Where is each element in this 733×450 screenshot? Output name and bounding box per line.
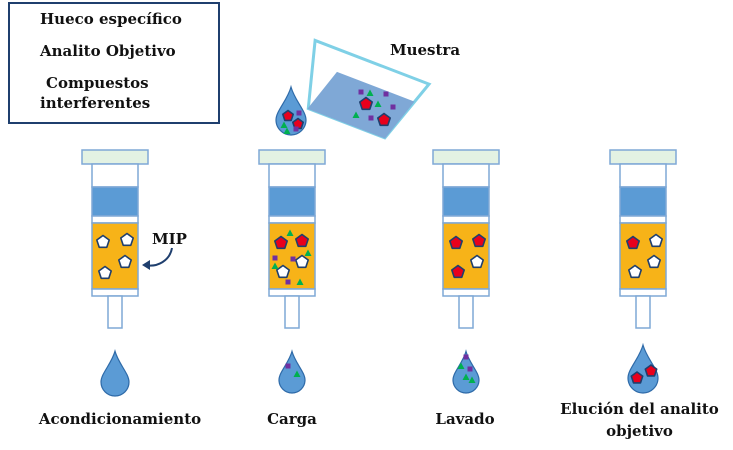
legend-label-target-analyte: Analito Objetivo <box>40 42 176 60</box>
syringe-outlet <box>458 295 474 329</box>
step-label-washing: Lavado <box>435 410 495 428</box>
interferent-square-icon <box>368 115 374 121</box>
interferent-square-icon <box>272 255 278 261</box>
interferent-triangle-icon <box>374 100 382 107</box>
interferent-triangle-icon <box>462 373 470 380</box>
target-analyte-icon <box>273 235 289 250</box>
empty-cavity-icon <box>118 254 132 269</box>
syringe-frit-bottom <box>268 288 316 297</box>
syringe-frit-top <box>619 215 667 224</box>
syringe-outlet <box>284 295 300 329</box>
interferent-triangle-icon <box>468 376 476 383</box>
interferent-triangle-icon <box>283 127 291 134</box>
syringe-cap <box>258 149 326 165</box>
target-analyte-icon <box>450 264 466 279</box>
mip-arrowhead <box>142 260 150 270</box>
interferent-square-icon <box>383 91 389 97</box>
legend-label-empty-cavity: Hueco específico <box>40 10 182 28</box>
step-label-conditioning: Acondicionamiento <box>38 410 202 428</box>
syringe-sorbent-bed <box>91 222 139 290</box>
interferent-triangle-icon <box>457 362 465 369</box>
step-label-loading: Carga <box>267 410 317 428</box>
syringe-loading <box>258 149 326 329</box>
syringe-barrel-top <box>268 163 316 188</box>
sample-label: Muestra <box>390 41 461 59</box>
drop-conditioning <box>100 348 130 397</box>
target-analyte-icon <box>294 233 310 248</box>
syringe-frit-top <box>268 215 316 224</box>
interferent-triangle-icon <box>366 89 374 96</box>
syringe-conditioning <box>81 149 149 329</box>
syringe-cap <box>81 149 149 165</box>
target-analyte-icon <box>281 109 295 122</box>
syringe-elution <box>609 149 677 329</box>
interferent-triangle-icon <box>271 262 279 269</box>
interferent-square-icon <box>293 126 299 132</box>
empty-cavity-icon <box>627 264 643 279</box>
syringe-cap <box>432 149 500 165</box>
target-analyte-icon <box>448 235 464 250</box>
empty-cavity-icon <box>648 233 664 248</box>
target-analyte-icon <box>644 364 658 377</box>
syringe-frit-bottom <box>619 288 667 297</box>
target-analyte-icon <box>376 112 392 127</box>
syringe-outlet <box>635 295 651 329</box>
interferent-triangle-icon <box>304 249 312 256</box>
syringe-plunger <box>91 186 139 217</box>
mip-label: MIP <box>152 230 187 248</box>
empty-cavity-icon <box>275 264 291 279</box>
legend <box>8 2 220 124</box>
interferent-triangle-icon <box>286 229 294 236</box>
syringe-washing <box>432 149 500 329</box>
target-analyte-icon <box>630 371 644 384</box>
interferent-square-icon <box>358 89 364 95</box>
syringe-frit-bottom <box>442 288 490 297</box>
interferent-triangle-icon <box>296 278 304 285</box>
empty-cavity-icon <box>98 265 112 280</box>
target-analyte-icon <box>358 96 374 111</box>
interferent-square-icon <box>296 110 302 116</box>
interferent-triangle-icon <box>293 370 301 377</box>
syringe-sorbent-bed <box>619 222 667 290</box>
legend-label-interferents-line1: Compuestos <box>46 74 149 92</box>
syringe-barrel-top <box>442 163 490 188</box>
syringe-frit-top <box>91 215 139 224</box>
interferent-square-icon <box>285 363 291 369</box>
target-analyte-icon <box>625 235 641 250</box>
syringe-barrel-top <box>91 163 139 188</box>
interferent-square-icon <box>463 354 469 360</box>
interferent-square-icon <box>467 366 473 372</box>
empty-cavity-icon <box>294 254 310 269</box>
syringe-frit-bottom <box>91 288 139 297</box>
interferent-triangle-icon <box>352 111 360 118</box>
interferent-square-icon <box>290 256 296 262</box>
step-label-elution-line1: Elución del analito <box>560 400 719 418</box>
target-analyte-icon <box>471 233 487 248</box>
empty-cavity-icon <box>469 254 485 269</box>
syringe-plunger <box>268 186 316 217</box>
interferent-triangle-icon <box>280 121 288 128</box>
syringe-cap <box>609 149 677 165</box>
drop-loading <box>278 349 306 394</box>
syringe-barrel-top <box>619 163 667 188</box>
step-label-elution-line2: objetivo <box>606 422 673 440</box>
syringe-outlet <box>107 295 123 329</box>
empty-cavity-icon <box>120 232 134 247</box>
legend-label-interferents-line2: interferentes <box>40 94 151 112</box>
syringe-plunger <box>442 186 490 217</box>
empty-cavity-icon <box>96 234 110 249</box>
interferent-square-icon <box>285 279 291 285</box>
empty-cavity-icon <box>646 254 662 269</box>
syringe-sorbent-bed <box>442 222 490 290</box>
syringe-frit-top <box>442 215 490 224</box>
syringe-plunger <box>619 186 667 217</box>
interferent-square-icon <box>390 104 396 110</box>
